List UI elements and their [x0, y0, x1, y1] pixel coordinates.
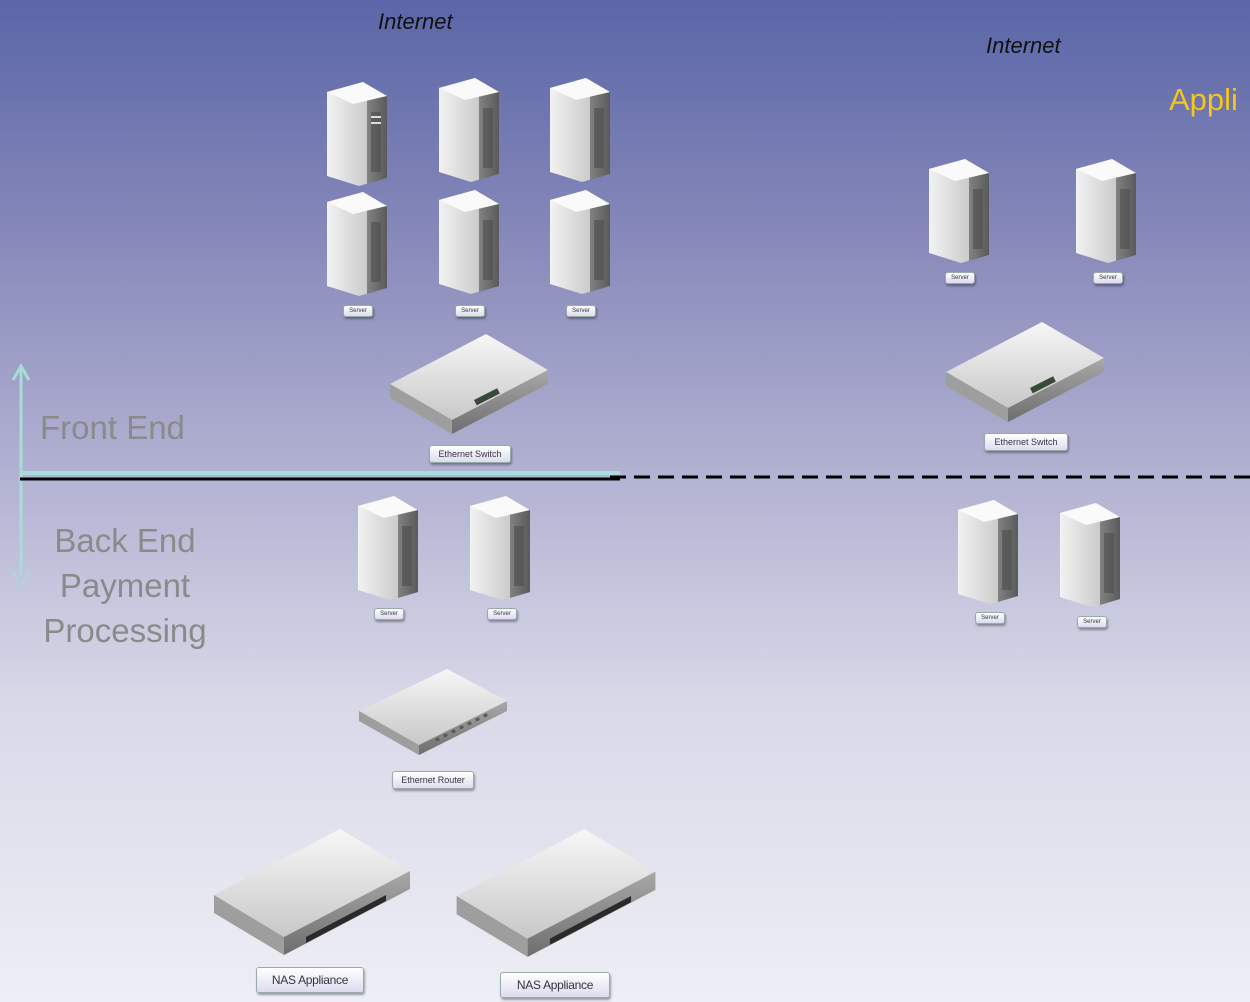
application-label: Appli	[1169, 82, 1238, 117]
nas-appliance-label: NAS Appliance	[256, 967, 364, 993]
nas-appliance-label: NAS Appliance	[500, 972, 610, 998]
server-icon	[546, 186, 616, 296]
ethernet-switch-label: Ethernet Switch	[984, 433, 1068, 451]
server-label: Server	[1093, 272, 1123, 284]
internet-label-left: Internet	[378, 9, 453, 34]
server-label: Server	[455, 305, 485, 317]
back-end-label: Back End Payment Processing	[25, 518, 225, 653]
server-label: Server	[374, 608, 404, 620]
server-label: Server	[1077, 616, 1107, 628]
nas-appliance-icon	[450, 825, 662, 965]
server-icon	[1056, 496, 1126, 612]
ethernet-router-label: Ethernet Router	[392, 771, 474, 789]
ethernet-router-icon	[355, 665, 511, 759]
server-label: Server	[975, 612, 1005, 624]
server-label: Server	[945, 272, 975, 284]
ethernet-switch-icon	[386, 330, 552, 438]
back-end-label-line3: Processing	[43, 612, 207, 649]
tier-divider	[20, 471, 1250, 481]
server-icon	[466, 490, 536, 604]
ethernet-switch-label: Ethernet Switch	[429, 445, 511, 463]
nas-appliance-icon	[210, 825, 414, 963]
front-end-label: Front End	[40, 409, 185, 446]
server-icon	[435, 74, 505, 184]
internet-label-right: Internet	[986, 33, 1061, 58]
server-label: Server	[343, 305, 373, 317]
server-icon	[1072, 152, 1142, 268]
back-end-label-line2: Payment	[59, 567, 191, 604]
server-label: Server	[487, 608, 517, 620]
server-icon	[925, 152, 995, 268]
server-icon	[954, 494, 1024, 608]
ethernet-switch-icon	[942, 318, 1108, 426]
server-icon	[323, 188, 393, 298]
server-icon	[354, 490, 424, 604]
back-end-label-line1: Back End	[54, 522, 196, 559]
server-icon	[323, 78, 393, 188]
server-icon	[546, 74, 616, 184]
server-label: Server	[566, 305, 596, 317]
server-icon	[435, 186, 505, 296]
